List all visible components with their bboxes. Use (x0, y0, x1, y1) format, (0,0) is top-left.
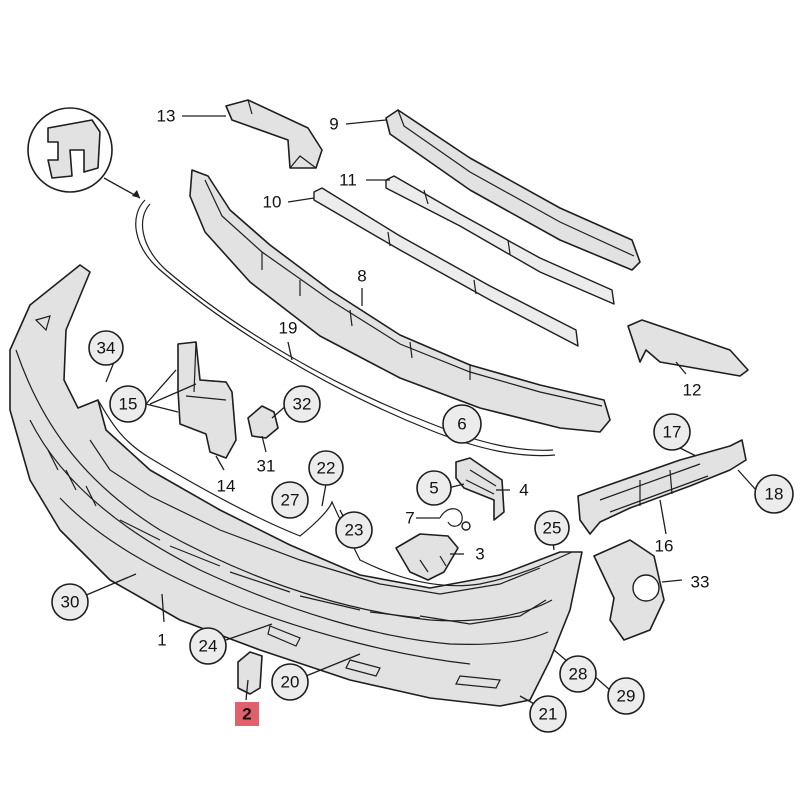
svg-text:31: 31 (257, 457, 276, 476)
bumper-cover-1 (9, 264, 583, 707)
callout-28: 28 (559, 655, 597, 693)
svg-text:20: 20 (281, 673, 300, 692)
callout-30: 30 (51, 583, 89, 621)
callout-21: 21 (529, 695, 567, 733)
callout-19: 19 (279, 319, 298, 338)
svg-text:9: 9 (329, 115, 338, 134)
callout-34: 34 (88, 330, 124, 366)
svg-text:24: 24 (199, 637, 218, 656)
svg-text:29: 29 (617, 687, 636, 706)
svg-text:32: 32 (293, 395, 312, 414)
callout-17: 17 (653, 413, 691, 451)
seal-strip-6 (135, 199, 556, 457)
svg-text:2: 2 (242, 705, 251, 724)
callout-31: 31 (257, 457, 276, 476)
callout-9: 9 (329, 115, 338, 134)
callout-14: 14 (217, 477, 236, 496)
inner-panel-27 (97, 399, 573, 587)
svg-text:28: 28 (569, 665, 588, 684)
callout-10: 10 (263, 193, 282, 212)
tow-hook-cover-3 (395, 533, 459, 581)
callout-15: 15 (109, 385, 147, 423)
svg-text:18: 18 (765, 485, 784, 504)
svg-text:11: 11 (339, 171, 357, 190)
side-bracket-33 (593, 539, 665, 641)
svg-text:7: 7 (405, 509, 414, 528)
svg-text:27: 27 (281, 491, 300, 510)
callout-3: 3 (475, 545, 484, 564)
side-carrier-16 (577, 439, 747, 535)
callout-8: 8 (357, 267, 366, 286)
upper-carrier-19 (189, 169, 611, 433)
callout-6: 6 (442, 404, 482, 444)
svg-text:14: 14 (217, 477, 236, 496)
svg-text:1: 1 (157, 631, 166, 650)
callout-11: 11 (339, 171, 357, 190)
svg-text:21: 21 (539, 705, 558, 724)
svg-text:22: 22 (317, 459, 336, 478)
bracket-13 (225, 99, 323, 169)
callout-24: 24 (189, 627, 227, 665)
svg-text:6: 6 (457, 415, 466, 434)
bracket-12 (627, 319, 749, 377)
highlight-box (235, 702, 259, 726)
trim-strip-10 (313, 187, 579, 347)
callout-29: 29 (607, 677, 645, 715)
svg-text:4: 4 (519, 481, 528, 500)
callout-13: 13 (157, 107, 176, 126)
callout-4: 4 (519, 481, 528, 500)
svg-text:30: 30 (61, 593, 80, 612)
svg-text:15: 15 (119, 395, 138, 414)
callout-1: 1 (157, 631, 166, 650)
callout-7: 7 (405, 509, 414, 528)
svg-text:25: 25 (543, 519, 562, 538)
callout-32: 32 (283, 385, 321, 423)
seal-profile-inset (27, 107, 141, 199)
flap-2 (237, 651, 263, 695)
callout-16: 16 (655, 537, 674, 556)
callout-23: 23 (335, 511, 373, 549)
svg-text:12: 12 (683, 381, 702, 400)
spring-clip-7 (439, 508, 471, 531)
callout-5: 5 (416, 470, 452, 506)
callout-18: 18 (754, 474, 794, 514)
bracket-4 (455, 457, 505, 521)
svg-text:10: 10 (263, 193, 282, 212)
clip-32 (247, 405, 279, 439)
trim-strip-11 (385, 175, 615, 305)
callout-12: 12 (683, 381, 702, 400)
bracket-14 (177, 341, 237, 459)
svg-text:13: 13 (157, 107, 176, 126)
svg-text:16: 16 (655, 537, 674, 556)
svg-text:3: 3 (475, 545, 484, 564)
callout-33: 33 (691, 573, 710, 592)
svg-text:34: 34 (97, 339, 116, 358)
svg-text:8: 8 (357, 267, 366, 286)
svg-text:5: 5 (429, 479, 438, 498)
callout-20: 20 (271, 663, 309, 701)
callout-27: 27 (271, 481, 309, 519)
svg-text:23: 23 (345, 521, 364, 540)
svg-text:33: 33 (691, 573, 710, 592)
callout-2: 2 (235, 702, 259, 726)
callout-25: 25 (534, 510, 570, 546)
svg-text:19: 19 (279, 319, 298, 338)
callout-22: 22 (308, 450, 344, 486)
svg-text:17: 17 (663, 423, 682, 442)
